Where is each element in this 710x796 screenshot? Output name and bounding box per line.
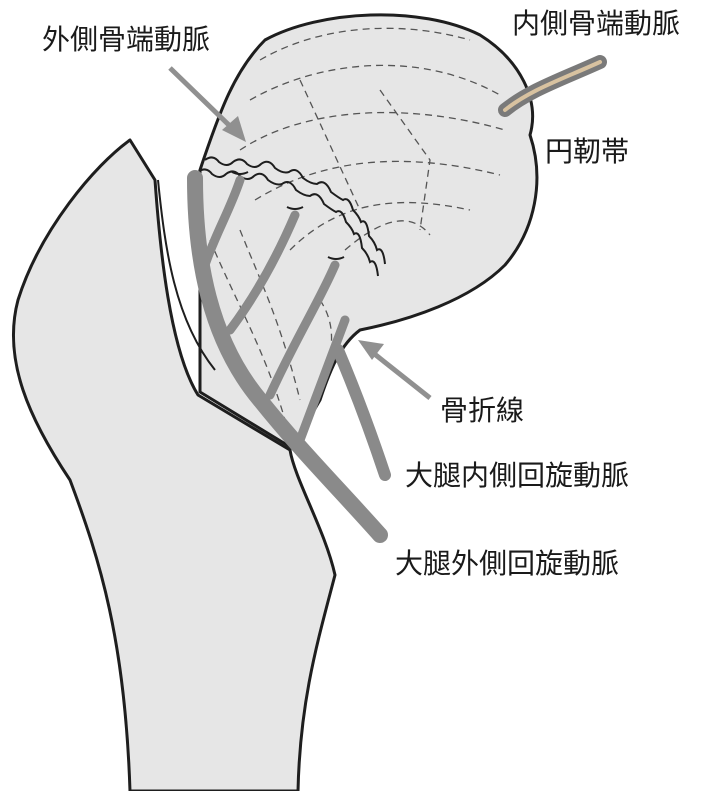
label-ligamentum-teres: 円靭帯 xyxy=(545,138,629,166)
arrow-lateral-epiphyseal xyxy=(170,68,232,128)
label-fracture-line: 骨折線 xyxy=(440,397,524,425)
label-lateral-circumflex-femoral-artery: 大腿外側回旋動脈 xyxy=(395,550,619,578)
label-lateral-epiphyseal-artery: 外側骨端動脈 xyxy=(42,26,210,54)
medial-circumflex-femoral-artery xyxy=(338,350,385,475)
label-medial-epiphyseal-artery: 内側骨端動脈 xyxy=(512,10,680,38)
label-medial-circumflex-femoral-artery: 大腿内側回旋動脈 xyxy=(405,462,629,490)
arrow-fracture-line xyxy=(372,352,430,398)
